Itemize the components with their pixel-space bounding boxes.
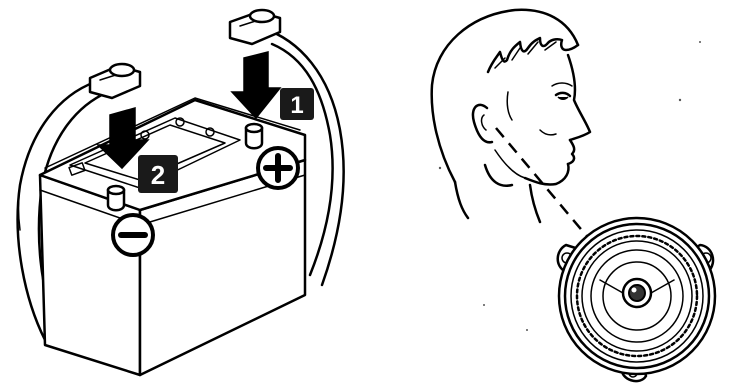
speaker-illustration: [556, 216, 717, 383]
step2-badge: 2: [138, 155, 178, 193]
positive-terminal: [244, 122, 264, 150]
listening-line: [495, 127, 633, 291]
head-profile-illustration: [430, 8, 592, 224]
step1-label: 1: [290, 92, 303, 119]
battery-illustration: 1 2: [16, 8, 345, 377]
step2-arrow: [96, 107, 150, 170]
negative-symbol: [111, 213, 155, 257]
negative-clamp: [88, 62, 142, 100]
speckles: [438, 41, 701, 331]
battery-body: [38, 97, 307, 377]
step2-label: 2: [151, 160, 165, 190]
step1-arrow: [230, 51, 282, 120]
positive-cable: [260, 26, 345, 287]
negative-terminal: [106, 184, 126, 212]
positive-clamp: [228, 8, 282, 46]
step1-badge: 1: [280, 88, 314, 120]
positive-symbol: [256, 146, 300, 190]
